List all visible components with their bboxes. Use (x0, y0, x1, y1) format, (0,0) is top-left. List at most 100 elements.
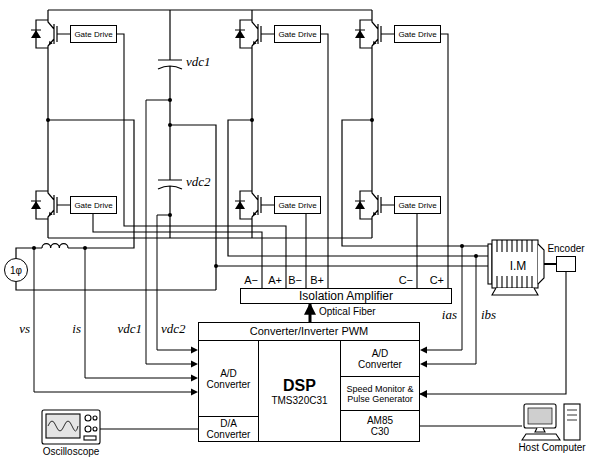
optical-link (309, 304, 312, 322)
edge-label: B− (287, 274, 303, 286)
isolation-amplifier: Isolation Amplifier (240, 288, 452, 304)
tower-slots (567, 410, 577, 420)
junction-dot (168, 123, 172, 127)
block-label: Oscilloscope (43, 446, 100, 458)
encoder: Encoder (556, 256, 576, 272)
gate-drive-box: Gate Drive (70, 196, 117, 214)
edge-label: A+ (267, 274, 283, 286)
power-wire (16, 120, 488, 290)
block-label: Gate Drive (74, 30, 112, 39)
junction-dot (214, 264, 218, 268)
interface-block: AM85 C30 (340, 410, 420, 442)
gate-drive-box: Gate Drive (394, 196, 441, 214)
gate-drive-box: Gate Drive (394, 25, 441, 43)
signal-wire (305, 214, 306, 288)
motor-ribs (497, 240, 532, 288)
edge-label: Optical Fiber (318, 306, 377, 318)
controller-board: Converter/Inverter PWMA/D ConverterDSPTM… (198, 322, 420, 442)
signal-label: ias (441, 308, 458, 322)
block-label: Speed Monitor & Pulse Generator (342, 384, 418, 404)
block-label: Converter/Inverter PWM (199, 323, 419, 340)
computer-screen (528, 408, 552, 424)
computer-tower (564, 404, 580, 440)
oscilloscope-screen (46, 414, 80, 438)
signal-label: vdc1 (185, 55, 212, 69)
junction-dot (168, 213, 172, 217)
block-label: A/D Converter (353, 348, 407, 370)
block-label: Gate Drive (398, 30, 436, 39)
oscilloscope-trace (48, 421, 78, 431)
block-label: Isolation Amplifier (299, 289, 393, 303)
diode-symbol (31, 30, 365, 209)
edge-label: C− (398, 274, 414, 286)
edge-label: B+ (309, 274, 325, 286)
speed-monitor-block: Speed Monitor & Pulse Generator (340, 376, 420, 411)
junction-dot (168, 98, 172, 102)
dsp-block: DSPTMS320C31 (258, 340, 341, 442)
junction-dot (460, 244, 464, 248)
signal-wire (117, 34, 286, 288)
junction-dot (370, 118, 374, 122)
block-label: Gate Drive (278, 201, 316, 210)
oscilloscope-knob (85, 415, 91, 421)
motor-feet (492, 288, 538, 295)
edge-label: C+ (429, 274, 445, 286)
block-label: Gate Drive (74, 201, 112, 210)
signal-label: vdc2 (185, 175, 212, 189)
signal-wire (420, 425, 522, 426)
block-label: 1φ (10, 265, 22, 276)
block-label: AM85 C30 (363, 415, 397, 437)
block-label: D/A Converter (202, 418, 256, 440)
induction-motor: I.M (488, 236, 548, 296)
junction-dot (474, 254, 478, 258)
gate-drive-box: Gate Drive (274, 196, 321, 214)
host-computer: Host Computer (522, 404, 582, 440)
block-label: I.M (509, 259, 528, 273)
dc-rail (48, 10, 372, 238)
signal-wire (93, 214, 262, 288)
block-label: Host Computer (518, 442, 585, 454)
signal-label: vs (18, 322, 31, 336)
gate-drive-box: Gate Drive (70, 25, 117, 43)
motor-shaft (544, 263, 556, 265)
dc-capacitor (158, 10, 182, 238)
oscilloscope-knob (93, 416, 97, 420)
ac-source: 1φ (4, 258, 28, 282)
junction-dot (83, 246, 87, 250)
gate-drive-box: Gate Drive (274, 25, 321, 43)
computer-keyboard (522, 434, 560, 440)
signal-label: is (71, 322, 82, 336)
block-label: DSP (283, 376, 316, 395)
oscilloscope-knob (93, 427, 97, 431)
oscilloscope-knob (85, 426, 91, 432)
oscilloscope: Oscilloscope (42, 410, 100, 444)
signal-wire (441, 34, 448, 288)
junction-dot (32, 246, 36, 250)
signal-label: ibs (480, 308, 497, 322)
block-label: Gate Drive (278, 30, 316, 39)
inductor-symbol (42, 244, 68, 248)
signal-wire (100, 428, 198, 429)
adc-block: A/D Converter (340, 340, 420, 377)
monitor-stand (535, 428, 545, 432)
motor-body (492, 240, 538, 288)
motor-endcap (488, 244, 492, 284)
signal-wire (321, 34, 328, 288)
motor-bell (538, 244, 544, 284)
junction-dot (46, 118, 50, 122)
block-label: Gate Drive (398, 201, 436, 210)
emitter-arrow (49, 41, 377, 216)
block-label: Encoder (547, 243, 584, 255)
signal-wire (416, 214, 417, 288)
block-label: A/D Converter (202, 368, 256, 390)
signal-label: vdc1 (116, 322, 143, 336)
oscilloscope-button (84, 436, 96, 440)
dac-block: D/A Converter (198, 416, 259, 442)
junction-dot (250, 118, 254, 122)
edge-label: A− (243, 274, 259, 286)
computer-monitor (524, 404, 556, 428)
block-label: TMS320C31 (271, 395, 327, 407)
adc-block: A/D Converter (198, 340, 259, 417)
oscilloscope-case (42, 410, 100, 444)
